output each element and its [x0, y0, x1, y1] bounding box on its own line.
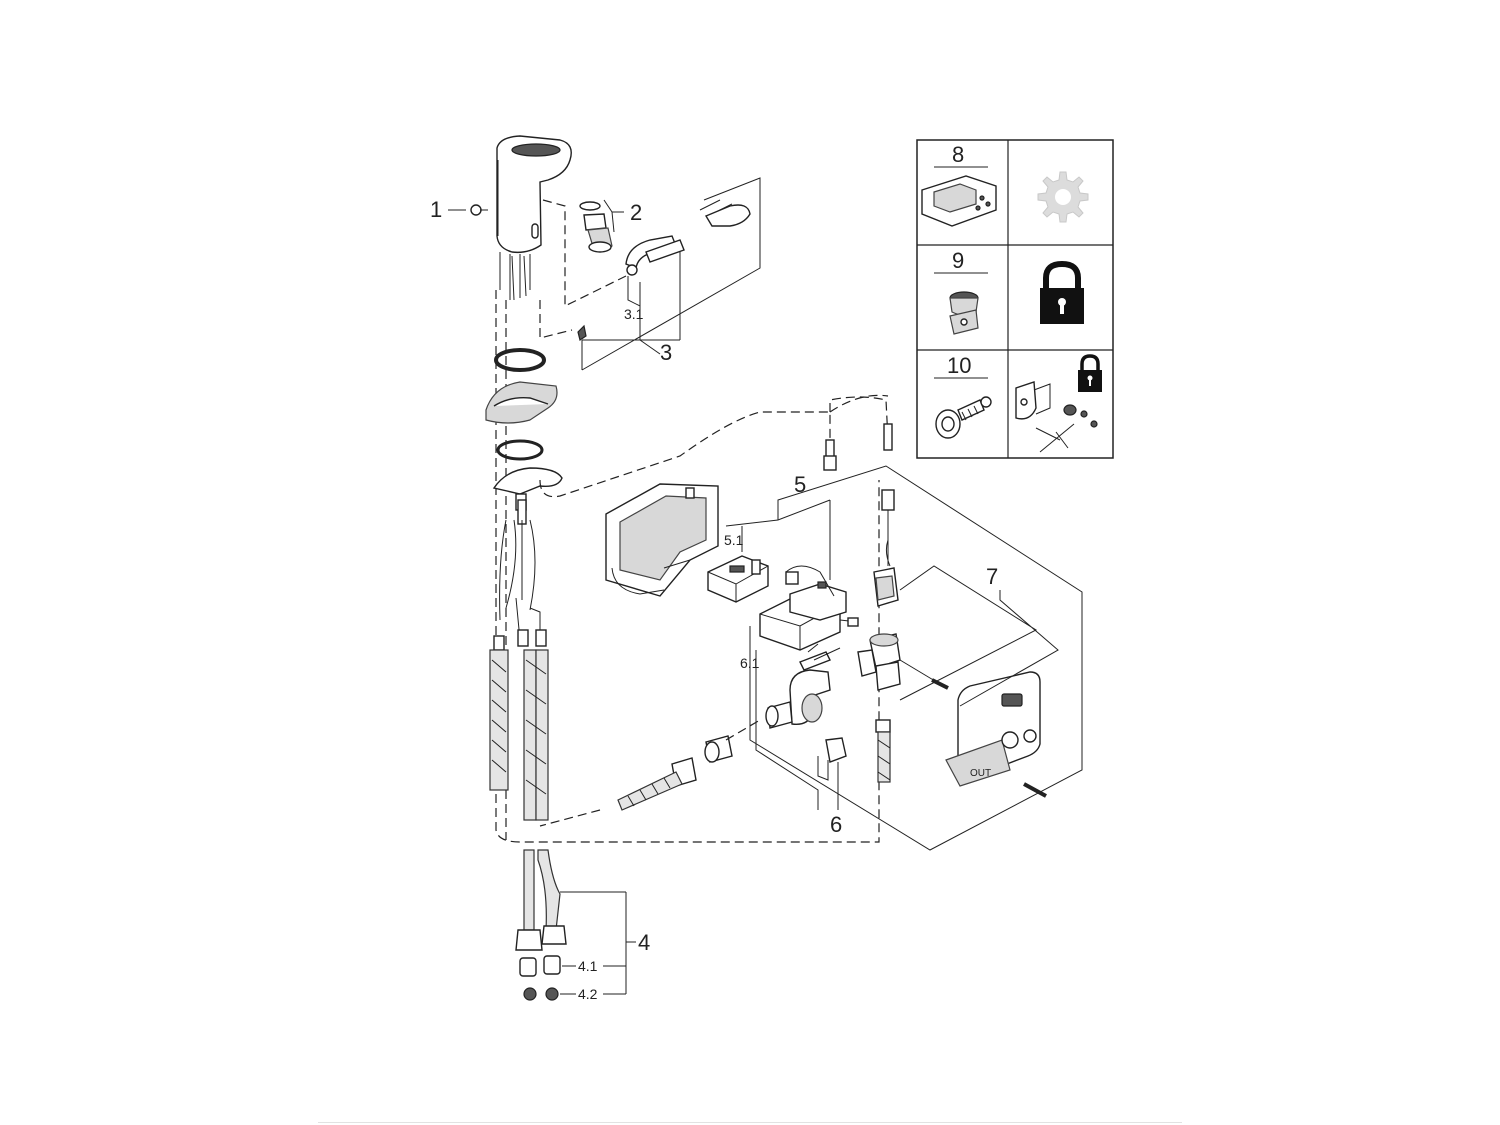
- label-part-4-1: 4.1: [578, 958, 598, 974]
- label-part-5: 5: [794, 472, 806, 497]
- leader-6: [755, 650, 819, 810]
- label-part-6: 6: [830, 812, 842, 837]
- label-part-7: 7: [986, 564, 998, 589]
- legend-row-9: 9: [934, 248, 1084, 335]
- flexible-hoses: [489, 519, 549, 821]
- cable-route-sensor: [539, 411, 831, 498]
- group-frame-7: [899, 565, 1059, 707]
- inlet-hose: [617, 735, 733, 811]
- cable-route-power: [829, 396, 889, 441]
- aerator-part-2: [579, 199, 624, 253]
- label-part-4-2: 4.2: [578, 986, 598, 1002]
- legend-row-8: 8: [921, 142, 1089, 227]
- cable-route-top: [829, 394, 889, 413]
- padlock-icon: [1078, 354, 1102, 392]
- battery-module-5-1: [707, 555, 769, 603]
- assembly-line-left-main: [495, 290, 880, 843]
- horseshoe-washer: [492, 467, 563, 525]
- supply-hoses-part-4: [515, 849, 636, 1001]
- pipe-elbow-6: [765, 643, 847, 781]
- o-ring: [494, 348, 546, 372]
- mounting-plate: [485, 381, 558, 424]
- label-part-3-1: 3.1: [624, 306, 644, 322]
- cover-out-label: OUT: [970, 768, 991, 779]
- legend-number-9: 9: [952, 248, 964, 273]
- mounting-box: [605, 483, 719, 597]
- cover-panel-7: OUT: [945, 671, 1047, 798]
- control-valve-unit: [759, 565, 859, 651]
- label-part-4: 4: [638, 930, 650, 955]
- outlet-hose: [875, 719, 891, 783]
- solenoid-part-7-connector: [873, 540, 899, 607]
- screw-part-1: [448, 204, 488, 216]
- legend-number-10: 10: [947, 353, 971, 378]
- assembly-line-aerator: [542, 199, 627, 307]
- legend-number-8: 8: [952, 142, 964, 167]
- footer-divider: [318, 1122, 1182, 1123]
- label-part-3: 3: [660, 340, 672, 365]
- assembly-line-hose: [539, 809, 601, 827]
- faucet-body: [496, 135, 572, 301]
- assembly-line-inlet: [725, 719, 761, 741]
- legend-table: 8 9 10: [916, 139, 1114, 459]
- fixing-ring: [496, 439, 544, 461]
- label-part-6-1: 6.1: [740, 655, 760, 671]
- padlock-icon: [1040, 260, 1084, 324]
- group-frame-5: [749, 465, 1083, 851]
- label-part-2: 2: [630, 200, 642, 225]
- cable-connectors: [823, 423, 895, 580]
- valve-fitting: [857, 633, 949, 691]
- legend-row-10: 10: [934, 353, 1102, 453]
- bracket-part-3: [577, 177, 761, 371]
- assembly-line-screw: [539, 300, 573, 339]
- label-part-1: 1: [430, 197, 442, 222]
- label-part-5-1: 5.1: [724, 532, 744, 548]
